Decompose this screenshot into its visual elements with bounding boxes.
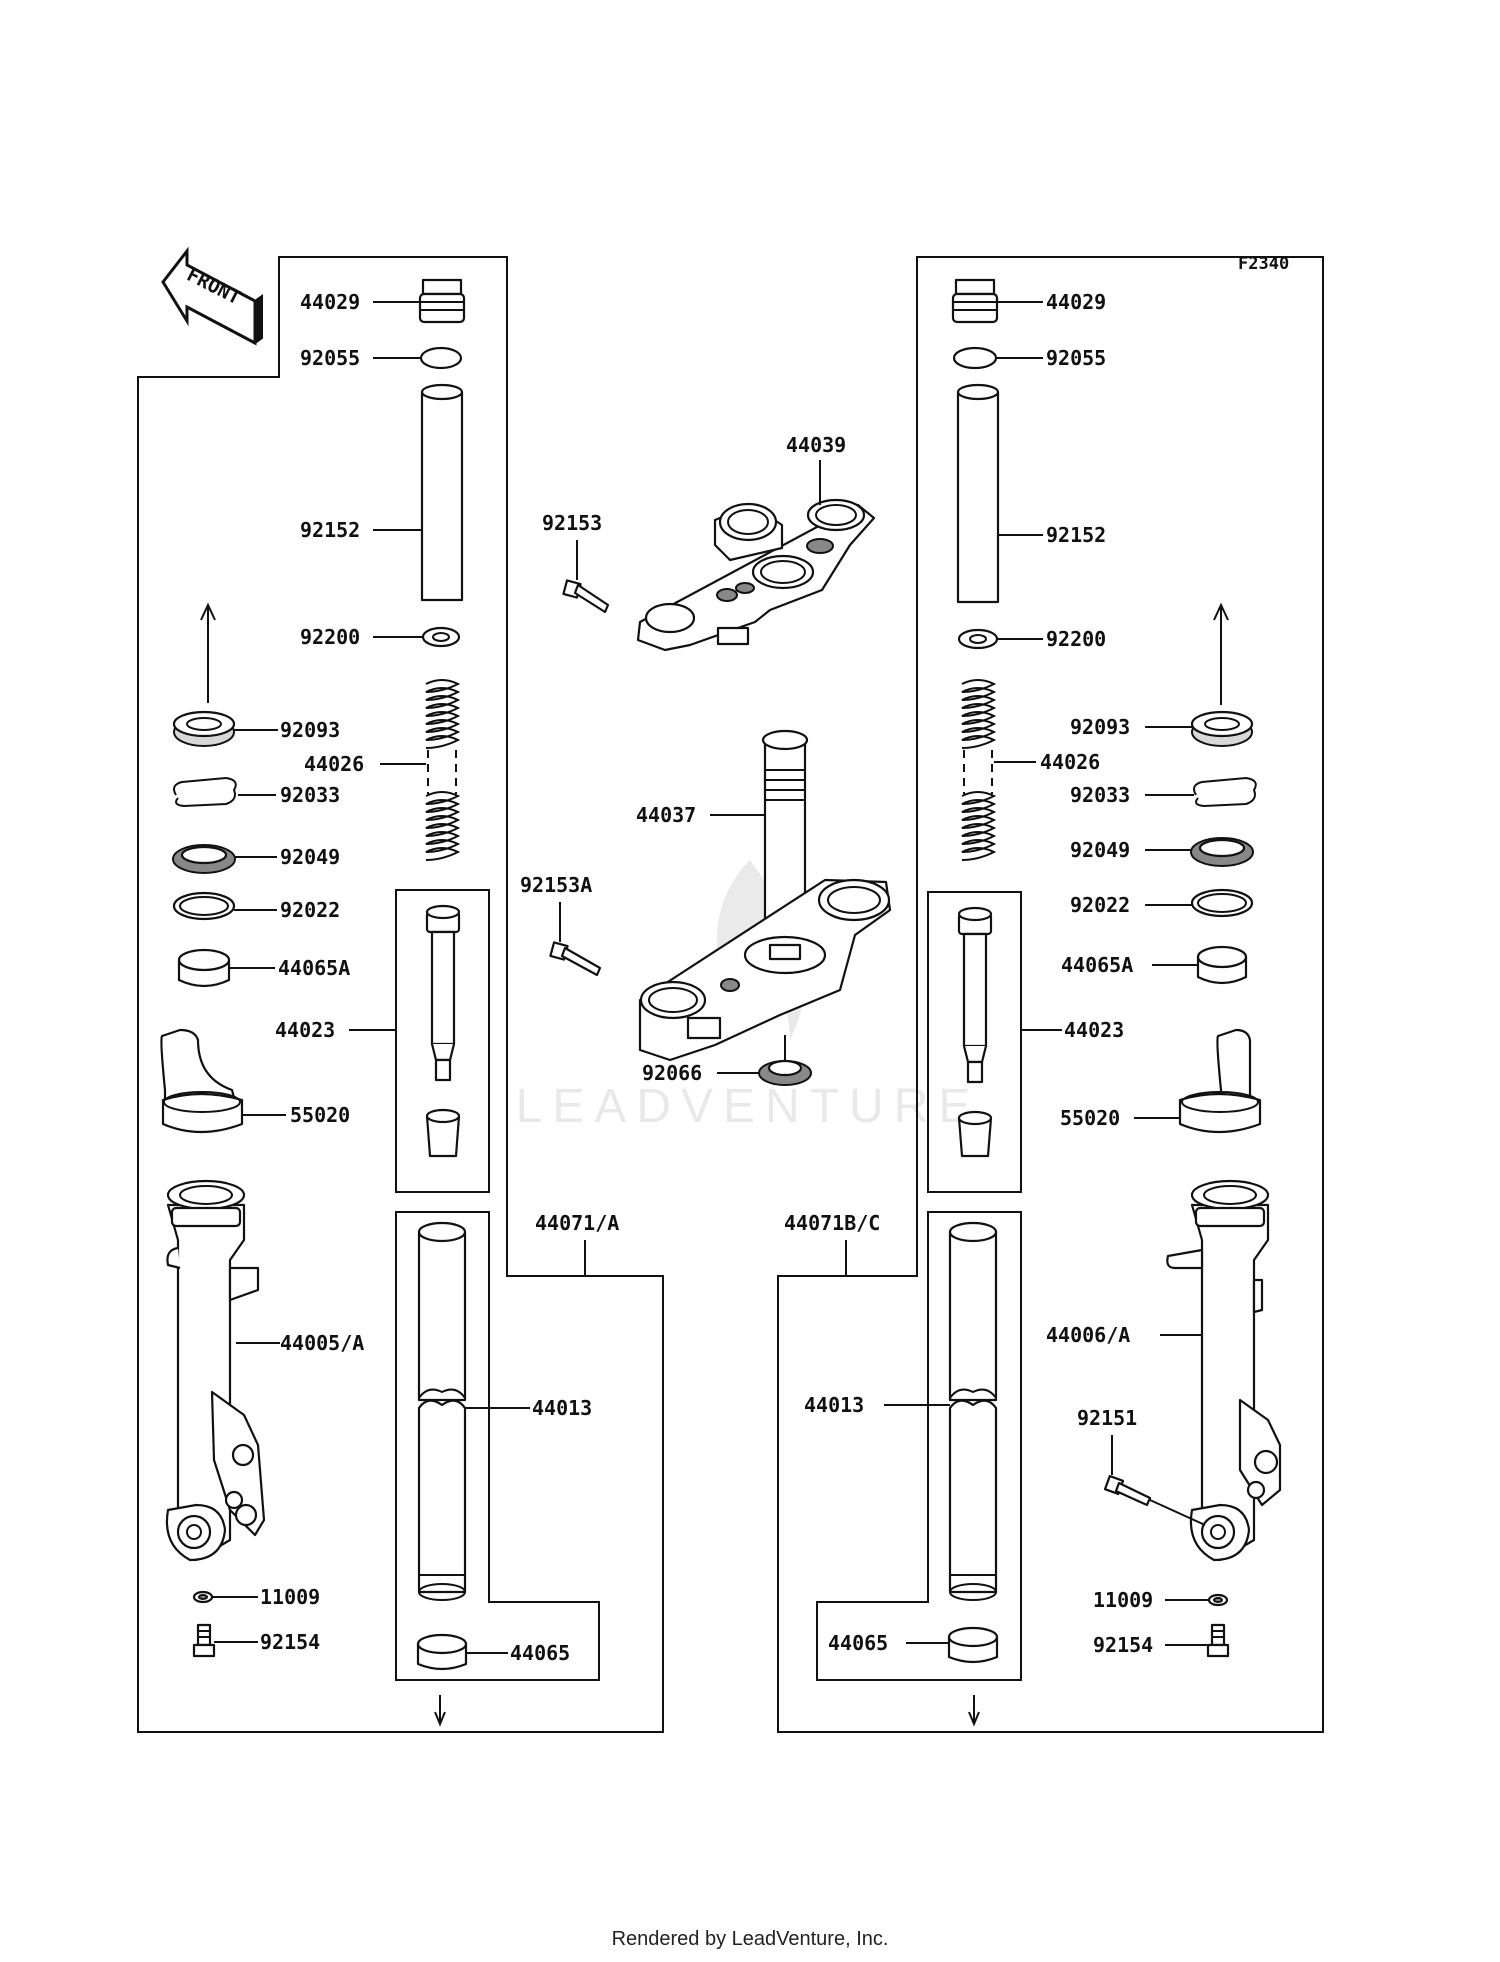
label-r-44026: 44026 — [1040, 750, 1100, 774]
label-r-92093: 92093 — [1070, 715, 1130, 739]
label-l-92152: 92152 — [300, 518, 360, 542]
label-r-11009: 11009 — [1093, 1588, 1153, 1612]
label-r-55020: 55020 — [1060, 1106, 1120, 1130]
right-down-arrow-icon — [968, 1695, 980, 1727]
right-o-ring — [952, 346, 998, 370]
label-l-92049: 92049 — [280, 845, 340, 869]
label-l-44013: 44013 — [532, 1396, 592, 1420]
label-l-44029: 44029 — [300, 290, 360, 314]
left-washer — [421, 626, 461, 648]
left-bolt — [192, 1623, 216, 1658]
label-l-92093: 92093 — [280, 718, 340, 742]
label-l-44071A: 44071/A — [535, 1211, 619, 1235]
label-r-92200: 92200 — [1046, 627, 1106, 651]
left-slide-bush — [416, 1633, 468, 1671]
stem-bearing-seal — [758, 1059, 812, 1086]
left-cap-bolt — [418, 278, 466, 324]
right-cap-bolt — [951, 278, 999, 324]
left-guide-bush — [177, 948, 231, 988]
left-group-outline — [137, 256, 664, 1733]
right-spacer-pipe — [956, 383, 1000, 604]
label-l-92022: 92022 — [280, 898, 340, 922]
label-c-92153A: 92153A — [520, 873, 592, 897]
label-r-92022: 92022 — [1070, 893, 1130, 917]
right-gasket — [1207, 1593, 1229, 1607]
label-r-92154: 92154 — [1093, 1633, 1153, 1657]
left-fork-spring — [425, 679, 461, 861]
right-up-arrow-icon — [1213, 602, 1229, 705]
right-cartridge-box — [927, 891, 1022, 1193]
right-group-outline — [777, 256, 1324, 1733]
label-r-44065: 44065 — [828, 1631, 888, 1655]
steering-stem-bracket — [638, 729, 892, 1062]
label-l-92154: 92154 — [260, 1630, 320, 1654]
label-r-92055: 92055 — [1046, 346, 1106, 370]
right-fork-spring — [961, 679, 997, 861]
label-l-44023: 44023 — [275, 1018, 335, 1042]
footer-credit: Rendered by LeadVenture, Inc. — [611, 1928, 889, 1950]
label-r-92152: 92152 — [1046, 523, 1106, 547]
left-gasket — [192, 1590, 214, 1604]
front-arrow-icon: FRONT — [161, 246, 263, 346]
left-seal-washer — [172, 844, 236, 874]
svg-text:LEADVENTURE: LEADVENTURE — [516, 1080, 981, 1133]
left-down-arrow-icon — [434, 1695, 446, 1727]
right-circlip — [1193, 776, 1257, 808]
label-l-92200: 92200 — [300, 625, 360, 649]
label-l-92033: 92033 — [280, 783, 340, 807]
left-fork-protector — [160, 1028, 244, 1134]
label-r-44071BC: 44071B/C — [784, 1211, 880, 1235]
right-slide-bush — [947, 1626, 999, 1664]
right-fork-protector — [1178, 1028, 1262, 1134]
left-outer-tube — [165, 1179, 266, 1562]
upper-steering-bracket — [636, 498, 876, 652]
label-l-11009: 11009 — [260, 1585, 320, 1609]
label-r-44065A: 44065A — [1061, 953, 1133, 977]
right-outer-tube — [1166, 1179, 1282, 1562]
label-l-92055: 92055 — [300, 346, 360, 370]
right-inner-tube-box — [816, 1211, 1022, 1681]
left-spacer-pipe — [420, 383, 464, 602]
right-damper-cartridge — [957, 906, 993, 1158]
label-r-44006A: 44006/A — [1046, 1323, 1130, 1347]
right-inner-tube — [948, 1221, 998, 1601]
label-c-44039-bolt: 92153 — [542, 511, 602, 535]
label-r-44023: 44023 — [1064, 1018, 1124, 1042]
left-inner-tube-box — [395, 1211, 600, 1681]
label-l-44065: 44065 — [510, 1641, 570, 1665]
right-seal-washer — [1190, 837, 1254, 867]
label-l-44065A: 44065A — [278, 956, 350, 980]
label-l-44005A: 44005/A — [280, 1331, 364, 1355]
right-bolt — [1206, 1623, 1230, 1658]
right-axle-clamp-bolt — [1103, 1474, 1206, 1526]
left-oil-seal — [172, 710, 236, 747]
label-l-44026: 44026 — [304, 752, 364, 776]
left-up-arrow-icon — [200, 602, 216, 703]
label-c-44037: 44037 — [636, 803, 696, 827]
label-c-92066: 92066 — [642, 1061, 702, 1085]
left-damper-cartridge — [425, 904, 461, 1158]
right-oil-seal — [1190, 710, 1254, 747]
label-r-44013: 44013 — [804, 1393, 864, 1417]
upper-clamp-bolt — [562, 579, 610, 614]
right-washer — [957, 628, 999, 650]
label-r-44029: 44029 — [1046, 290, 1106, 314]
left-cartridge-box — [395, 889, 490, 1193]
figure-code: F2340 — [1238, 254, 1289, 274]
left-inner-tube — [417, 1221, 467, 1601]
label-r-92151: 92151 — [1077, 1406, 1137, 1430]
lower-clamp-bolt — [549, 941, 602, 977]
left-circlip — [173, 776, 237, 808]
right-guide-bush — [1196, 945, 1248, 985]
label-l-55020: 55020 — [290, 1103, 350, 1127]
label-r-92033: 92033 — [1070, 783, 1130, 807]
left-o-ring — [419, 346, 463, 370]
label-c-44039: 44039 — [786, 433, 846, 457]
label-r-92049: 92049 — [1070, 838, 1130, 862]
